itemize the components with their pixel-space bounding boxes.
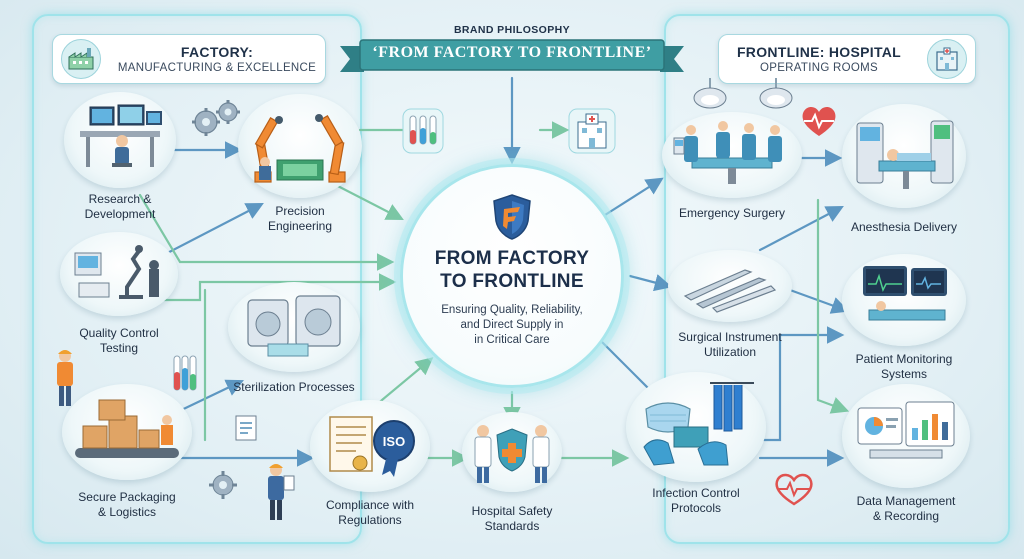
precision-label-line2: Engineering: [267, 219, 333, 233]
frontline-header: FRONTLINE: HOSPITAL OPERATING ROOMS: [718, 34, 976, 84]
scalpel-icon: [683, 269, 777, 313]
monitoring-label-line1: Patient Monitoring: [855, 352, 953, 366]
frontline-header-subtitle: OPERATING ROOMS: [759, 62, 879, 74]
surgical-lights-icon: [690, 78, 800, 118]
test-tubes-icon: [402, 108, 444, 154]
dashboard-icon: [857, 401, 955, 459]
datamgmt-label-line1: Data Management: [856, 494, 956, 508]
infection-label-line2: Protocols: [670, 501, 721, 515]
arrow-center-instrument: [628, 274, 673, 292]
mask-gloves-icon: [643, 382, 754, 466]
frontline-header-title: FRONTLINE: HOSPITAL: [736, 44, 902, 60]
factory-header-subtitle: MANUFACTURING & EXCELLENCE: [117, 62, 317, 74]
banner-ribbon: [340, 39, 684, 72]
robot-arm-icon: [254, 114, 346, 183]
factory-icon: [61, 39, 101, 79]
monitoring-label-line2: Systems: [880, 367, 927, 381]
arrow-right-vertical: [816, 198, 850, 414]
infection-label-line1: Infection Control: [652, 486, 740, 500]
node-emergency-surgery: Emergency Surgery: [662, 112, 802, 221]
arrow-precision-center: [328, 180, 404, 221]
rnd-label-line1: Research &: [88, 192, 152, 206]
center-sub-line3: in Critical Care: [474, 334, 550, 346]
surgery-team-icon: [673, 121, 782, 184]
heartbeat-icon: [800, 104, 838, 138]
packaging-label-line2: & Logistics: [97, 505, 157, 519]
precision-label-line1: Precision: [275, 204, 325, 218]
monitor-icon: [863, 266, 947, 321]
safety-label-line2: Standards: [484, 519, 540, 533]
microscope-icon: [74, 245, 159, 299]
safety-label-line1: Hospital Safety: [471, 504, 553, 518]
research-workstation-icon: [80, 104, 162, 167]
compliance-label-line1: Compliance with: [325, 498, 415, 512]
node-sterilization: Sterilization Processes: [228, 282, 360, 395]
arrow-instrument-anesthesia: [758, 205, 844, 252]
arrow-rnd-center: [138, 193, 395, 271]
qc-label-line1: Quality Control: [79, 326, 159, 340]
qc-label-line2: Testing: [99, 341, 139, 355]
node-anesthesia-delivery: Anesthesia Delivery: [842, 104, 966, 235]
clipboard-icon: [232, 412, 262, 442]
center-hub: FROM FACTORY TO FRONTLINE Ensuring Quali…: [400, 164, 624, 388]
gears-icon: [208, 470, 238, 500]
certificate-icon: ISO: [329, 416, 415, 477]
factory-header: FACTORY: MANUFACTURING & EXCELLENCE: [52, 34, 326, 84]
shield-logo-icon: [493, 194, 531, 240]
arrow-infection-monitoring: [758, 326, 845, 442]
anesthesia-label: Anesthesia Delivery: [850, 220, 958, 234]
boxes-icon: [75, 399, 179, 458]
arrow-center-emergency: [603, 177, 664, 217]
banner-title: ‘FROM FACTORY TO FRONTLINE’: [372, 44, 652, 61]
node-data-management: Data Management& Recording: [842, 384, 970, 524]
iso-badge: ISO: [383, 434, 405, 449]
center-title-line2: TO FRONTLINE: [440, 271, 584, 292]
sterilization-label: Sterilization Processes: [233, 380, 355, 394]
rnd-label-line2: Development: [84, 207, 156, 221]
gears-icon: [190, 100, 242, 138]
banner-label: BRAND PHILOSOPHY: [453, 24, 571, 36]
packaging-label-line1: Secure Packaging: [78, 490, 176, 504]
compliance-label-line2: Regulations: [338, 513, 402, 527]
node-secure-packaging: Secure Packaging& Logistics: [62, 384, 192, 520]
center-title-line1: FROM FACTORY: [434, 248, 590, 269]
factory-header-title: FACTORY:: [180, 44, 254, 60]
worker-icon: [50, 348, 80, 408]
heartbeat-icon: [774, 472, 814, 506]
anesthesia-machine-icon: [856, 120, 954, 189]
center-sub-line1: Ensuring Quality, Reliability,: [441, 304, 583, 316]
emergency-label: Emergency Surgery: [678, 206, 786, 220]
hospital-building-icon: [568, 108, 616, 154]
safety-shield-icon: [474, 425, 550, 483]
worker-icon: [262, 462, 296, 522]
datamgmt-label-line2: & Recording: [872, 509, 940, 523]
factory-frame: [32, 14, 362, 544]
hospital-icon: [927, 39, 967, 79]
sterilizer-icon: [247, 295, 341, 357]
instrument-label-line1: Surgical Instrument: [678, 330, 782, 344]
center-sub-line2: and Direct Supply in: [460, 319, 564, 331]
node-research-development: Research &Development: [64, 92, 176, 222]
test-tubes-icon: [172, 354, 198, 394]
instrument-label-line2: Utilization: [703, 345, 756, 359]
